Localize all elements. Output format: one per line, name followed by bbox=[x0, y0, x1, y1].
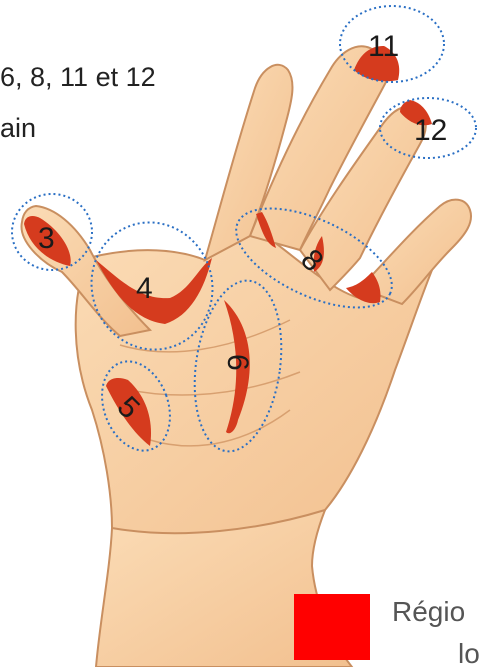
zone-11-label: 11 bbox=[368, 30, 399, 63]
zone-6-label: 6 bbox=[221, 354, 254, 371]
legend-text: Régio bbox=[392, 596, 465, 628]
legend-swatch bbox=[294, 594, 370, 660]
zone-12-label: 12 bbox=[414, 114, 447, 147]
zone-3-label: 3 bbox=[38, 222, 55, 255]
legend-text-2: lo bbox=[458, 638, 480, 670]
zone-4-label: 4 bbox=[136, 272, 153, 305]
